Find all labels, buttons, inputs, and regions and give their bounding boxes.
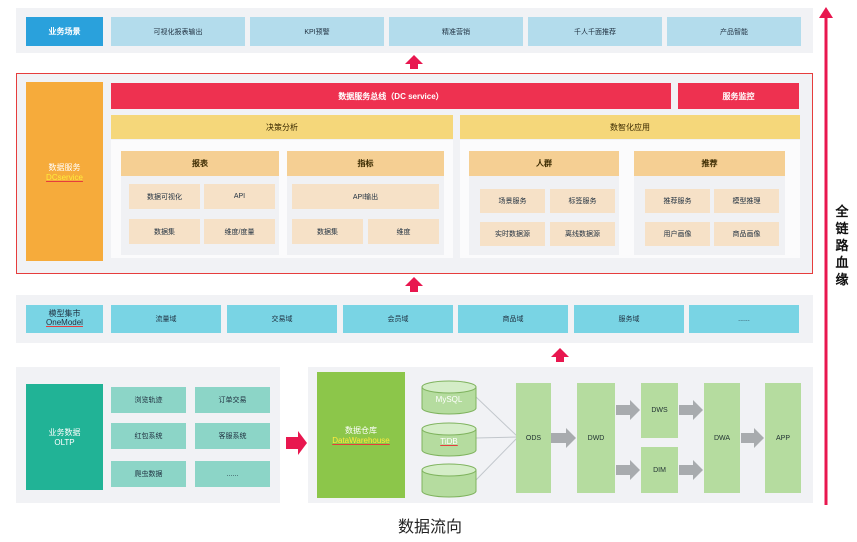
layer-ods: ODS [516, 383, 551, 493]
model-domain-traffic: 流量域 [111, 305, 221, 333]
crowd-item-tag-service: 标签服务 [550, 189, 615, 213]
db-label-tidb: TiDB [422, 433, 476, 449]
business-layer-label: 业务场景 [26, 17, 103, 46]
model-domain-more: ...... [689, 305, 799, 333]
report-item-visualization: 数据可视化 [129, 184, 200, 209]
metric-item-dataset: 数据集 [292, 219, 363, 244]
crowd-item-offline-source: 离线数据源 [550, 222, 615, 246]
db-label-tidb-text: TiDB [440, 436, 458, 446]
business-item-product: 产品智能 [667, 17, 801, 46]
business-item-kpi: KPI预警 [250, 17, 384, 46]
report-item-dimension-measure: 维度/度量 [204, 219, 275, 244]
crowd-item-scene-service: 场景服务 [480, 189, 545, 213]
data-warehouse-subtitle: DataWarehouse [332, 436, 390, 445]
oltp-title: 业务数据 [48, 428, 81, 437]
recommend-item-user-profile: 用户画像 [645, 222, 710, 246]
layer-dim: DIM [641, 447, 678, 493]
layer-dwd: DWD [577, 383, 615, 493]
oltp-subtitle: OLTP [54, 438, 75, 447]
recommend-item-service: 推荐服务 [645, 189, 710, 213]
full-lineage-label: 全链路血缘 [835, 204, 849, 287]
business-item-report: 可视化报表输出 [111, 17, 245, 46]
recommend-title: 推荐 [634, 151, 785, 176]
dc-service-side-label: 数据服务 DCservice [26, 82, 103, 261]
db-label-other [422, 474, 476, 490]
arrow-up-to-business-icon [405, 55, 423, 69]
data-warehouse-title: 数据仓库 [345, 426, 377, 435]
lineage-arrowhead-icon [819, 7, 833, 18]
model-domain-member: 会员域 [343, 305, 453, 333]
oltp-item-more: ...... [195, 461, 270, 487]
dc-service-subtitle: DCservice [46, 172, 83, 182]
diagram-caption: 数据流向 [397, 519, 462, 536]
crowd-item-realtime-source: 实时数据源 [480, 222, 545, 246]
arrow-up-to-model-icon [551, 348, 569, 362]
layer-app: APP [765, 383, 801, 493]
metric-api-output: API输出 [292, 184, 439, 209]
report-title: 报表 [121, 151, 279, 176]
model-domain-product: 商品域 [458, 305, 568, 333]
metric-item-dimension: 维度 [368, 219, 439, 244]
smart-application-title: 数智化应用 [460, 115, 800, 139]
recommend-item-product-profile: 商品画像 [714, 222, 779, 246]
report-item-dataset: 数据集 [129, 219, 200, 244]
crowd-title: 人群 [469, 151, 619, 176]
layer-dwa: DWA [704, 383, 740, 493]
oltp-item-red-packet: 红包系统 [111, 423, 186, 449]
data-warehouse-label: 数据仓库 DataWarehouse [317, 372, 405, 498]
recommend-item-model-inference: 模型推理 [714, 189, 779, 213]
oltp-label: 业务数据 OLTP [26, 384, 103, 490]
model-domain-trade: 交易域 [227, 305, 337, 333]
dc-service-title: 数据服务 [48, 162, 81, 172]
oltp-item-crawler: 爬虫数据 [111, 461, 186, 487]
db-label-mysql: MySQL [435, 394, 463, 404]
layer-dws: DWS [641, 383, 678, 438]
dc-service-bus: 数据服务总线（DC service） [111, 83, 671, 109]
metric-title: 指标 [287, 151, 444, 176]
arrow-up-to-dc-icon [405, 277, 423, 292]
oltp-item-browse-trace: 浏览轨迹 [111, 387, 186, 413]
model-domain-service: 服务域 [574, 305, 684, 333]
oltp-item-order-trade: 订单交易 [195, 387, 270, 413]
oltp-item-customer-service: 客服系统 [195, 423, 270, 449]
service-monitor: 服务监控 [678, 83, 799, 109]
business-item-marketing: 精准营销 [389, 17, 523, 46]
decision-analysis-title: 决策分析 [111, 115, 453, 139]
business-item-recommend: 千人千面推荐 [528, 17, 662, 46]
model-mart-title: 模型集市 [48, 309, 81, 319]
report-item-api: API [204, 184, 275, 209]
model-mart-label: 模型集市 OneModel [26, 305, 103, 333]
arrow-oltp-to-warehouse-icon [286, 431, 307, 455]
model-mart-subtitle: OneModel [46, 318, 83, 327]
